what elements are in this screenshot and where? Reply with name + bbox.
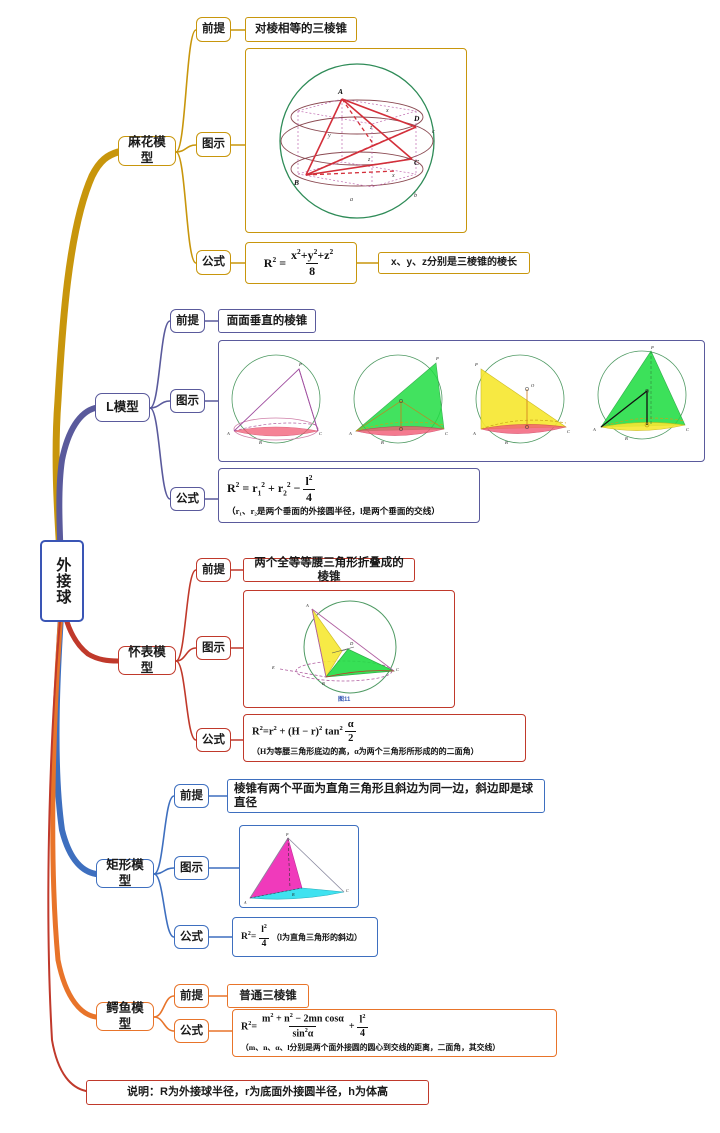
- formula-watch-note: （H为等腰三角形底边的高，α为两个三角形所形成的的二面角）: [252, 747, 479, 757]
- sublabel-watch-diagram[interactable]: 图示: [196, 636, 231, 660]
- svg-text:C: C: [567, 429, 571, 434]
- figure-panel-rect: P A B C: [239, 825, 359, 908]
- svg-text:x: x: [385, 108, 389, 114]
- svg-text:P: P: [474, 362, 478, 367]
- svg-text:b: b: [414, 193, 417, 199]
- svg-text:C: C: [686, 427, 690, 432]
- sublabel-l-diagram[interactable]: 图示: [170, 389, 205, 413]
- svg-text:A: A: [348, 431, 352, 436]
- svg-text:P: P: [298, 362, 302, 367]
- root-node[interactable]: 外接球: [40, 540, 84, 622]
- content-croc-premise[interactable]: 普通三棱锥: [227, 984, 309, 1008]
- svg-text:B: B: [625, 436, 628, 441]
- svg-text:A: A: [337, 87, 343, 96]
- l-model-figures: A B C P A B C P: [226, 345, 690, 445]
- svg-text:B: B: [381, 440, 384, 445]
- svg-text:C: C: [319, 431, 323, 436]
- svg-text:a: a: [350, 197, 353, 203]
- figure-panel-watch: A B C D E 图11: [243, 590, 455, 708]
- svg-text:B: B: [292, 892, 295, 897]
- svg-text:A: A: [472, 431, 476, 436]
- branch-node-rect[interactable]: 矩形模型: [96, 858, 154, 888]
- svg-text:C: C: [396, 667, 400, 672]
- svg-text:P: P: [650, 345, 654, 350]
- svg-text:E: E: [271, 665, 275, 670]
- svg-text:P: P: [435, 356, 439, 361]
- formula-mahua[interactable]: R2 = x2+y2+z2 8 R² = (x² + y² + z²) / 8: [245, 242, 357, 284]
- svg-text:c: c: [432, 129, 435, 135]
- content-watch-premise[interactable]: 两个全等等腰三角形折叠成的棱锥: [243, 557, 415, 583]
- svg-text:A: A: [243, 900, 247, 905]
- svg-text:x: x: [391, 173, 395, 179]
- rect-model-figure: P A B C: [243, 832, 349, 905]
- svg-text:O: O: [531, 383, 535, 388]
- svg-text:C: C: [414, 158, 420, 167]
- svg-text:B: B: [322, 681, 325, 686]
- svg-text:B: B: [293, 178, 299, 187]
- branch-node-watch[interactable]: 怀表模型: [118, 645, 176, 675]
- content-rect-premise[interactable]: 棱锥有两个平面为直角三角形且斜边为同一边，斜边即是球直径: [227, 779, 545, 813]
- sublabel-mahua-premise[interactable]: 前提: [196, 17, 231, 42]
- sublabel-watch-formula[interactable]: 公式: [196, 728, 231, 752]
- content-l-premise[interactable]: 面面垂直的棱锥: [218, 309, 316, 333]
- mahua-tetrahedron-figure: A D B C x y z z x a c b: [279, 63, 435, 219]
- sublabel-rect-premise[interactable]: 前提: [174, 784, 209, 808]
- sublabel-croc-formula[interactable]: 公式: [174, 1019, 209, 1043]
- formula-croc-note: （m、n、α、l分别是两个面外接圆的圆心到交线的距离，二面角，其交线）: [241, 1042, 501, 1052]
- watch-figure-caption: 图11: [338, 695, 351, 703]
- svg-text:C: C: [346, 888, 349, 893]
- formula-mahua-expr: R2 = x2+y2+z2 8: [263, 247, 334, 278]
- sublabel-rect-diagram[interactable]: 图示: [174, 856, 209, 880]
- content-mahua-premise[interactable]: 对棱相等的三棱锥: [245, 17, 357, 42]
- footer-note[interactable]: 说明：R为外接球半径，r为底面外接圆半径，h为体高: [86, 1080, 429, 1105]
- branch-node-croc[interactable]: 鳄鱼模型: [96, 1001, 154, 1031]
- svg-text:A: A: [592, 427, 596, 432]
- figure-panel-l-model: A B C P A B C P: [218, 340, 705, 462]
- svg-text:B: B: [259, 440, 262, 445]
- svg-text:B: B: [505, 440, 508, 445]
- svg-text:A: A: [305, 603, 309, 608]
- svg-text:D: D: [349, 641, 354, 646]
- svg-text:P: P: [285, 832, 289, 837]
- branch-node-l-model[interactable]: L模型: [95, 393, 150, 422]
- sublabel-l-formula[interactable]: 公式: [170, 487, 205, 511]
- content-mahua-extra[interactable]: x、y、z分别是三棱锥的棱长: [378, 252, 530, 274]
- sublabel-watch-premise[interactable]: 前提: [196, 558, 231, 582]
- svg-text:D: D: [413, 114, 420, 123]
- sublabel-l-premise[interactable]: 前提: [170, 309, 205, 333]
- svg-text:C: C: [445, 431, 449, 436]
- sublabel-rect-formula[interactable]: 公式: [174, 925, 209, 949]
- sublabel-croc-premise[interactable]: 前提: [174, 984, 209, 1008]
- branch-node-mahua[interactable]: 麻花模型: [118, 135, 176, 166]
- svg-text:y: y: [327, 133, 331, 139]
- figure-panel-mahua: A D B C x y z z x a c b: [245, 48, 467, 233]
- sublabel-mahua-formula[interactable]: 公式: [196, 250, 231, 275]
- svg-text:A: A: [226, 431, 230, 436]
- watch-model-figure: A B C D E 图11: [271, 600, 400, 703]
- svg-text:z: z: [369, 125, 373, 131]
- formula-rect[interactable]: R2= l24 （l为直角三角形的斜边） R² = l²/4 （l为直角三角形的…: [232, 917, 378, 957]
- sublabel-mahua-diagram[interactable]: 图示: [196, 132, 231, 157]
- formula-l-note: （r₁、r₂是两个垂面的外接圆半径，l是两个垂面的交线）: [227, 506, 440, 517]
- svg-text:z: z: [367, 157, 371, 163]
